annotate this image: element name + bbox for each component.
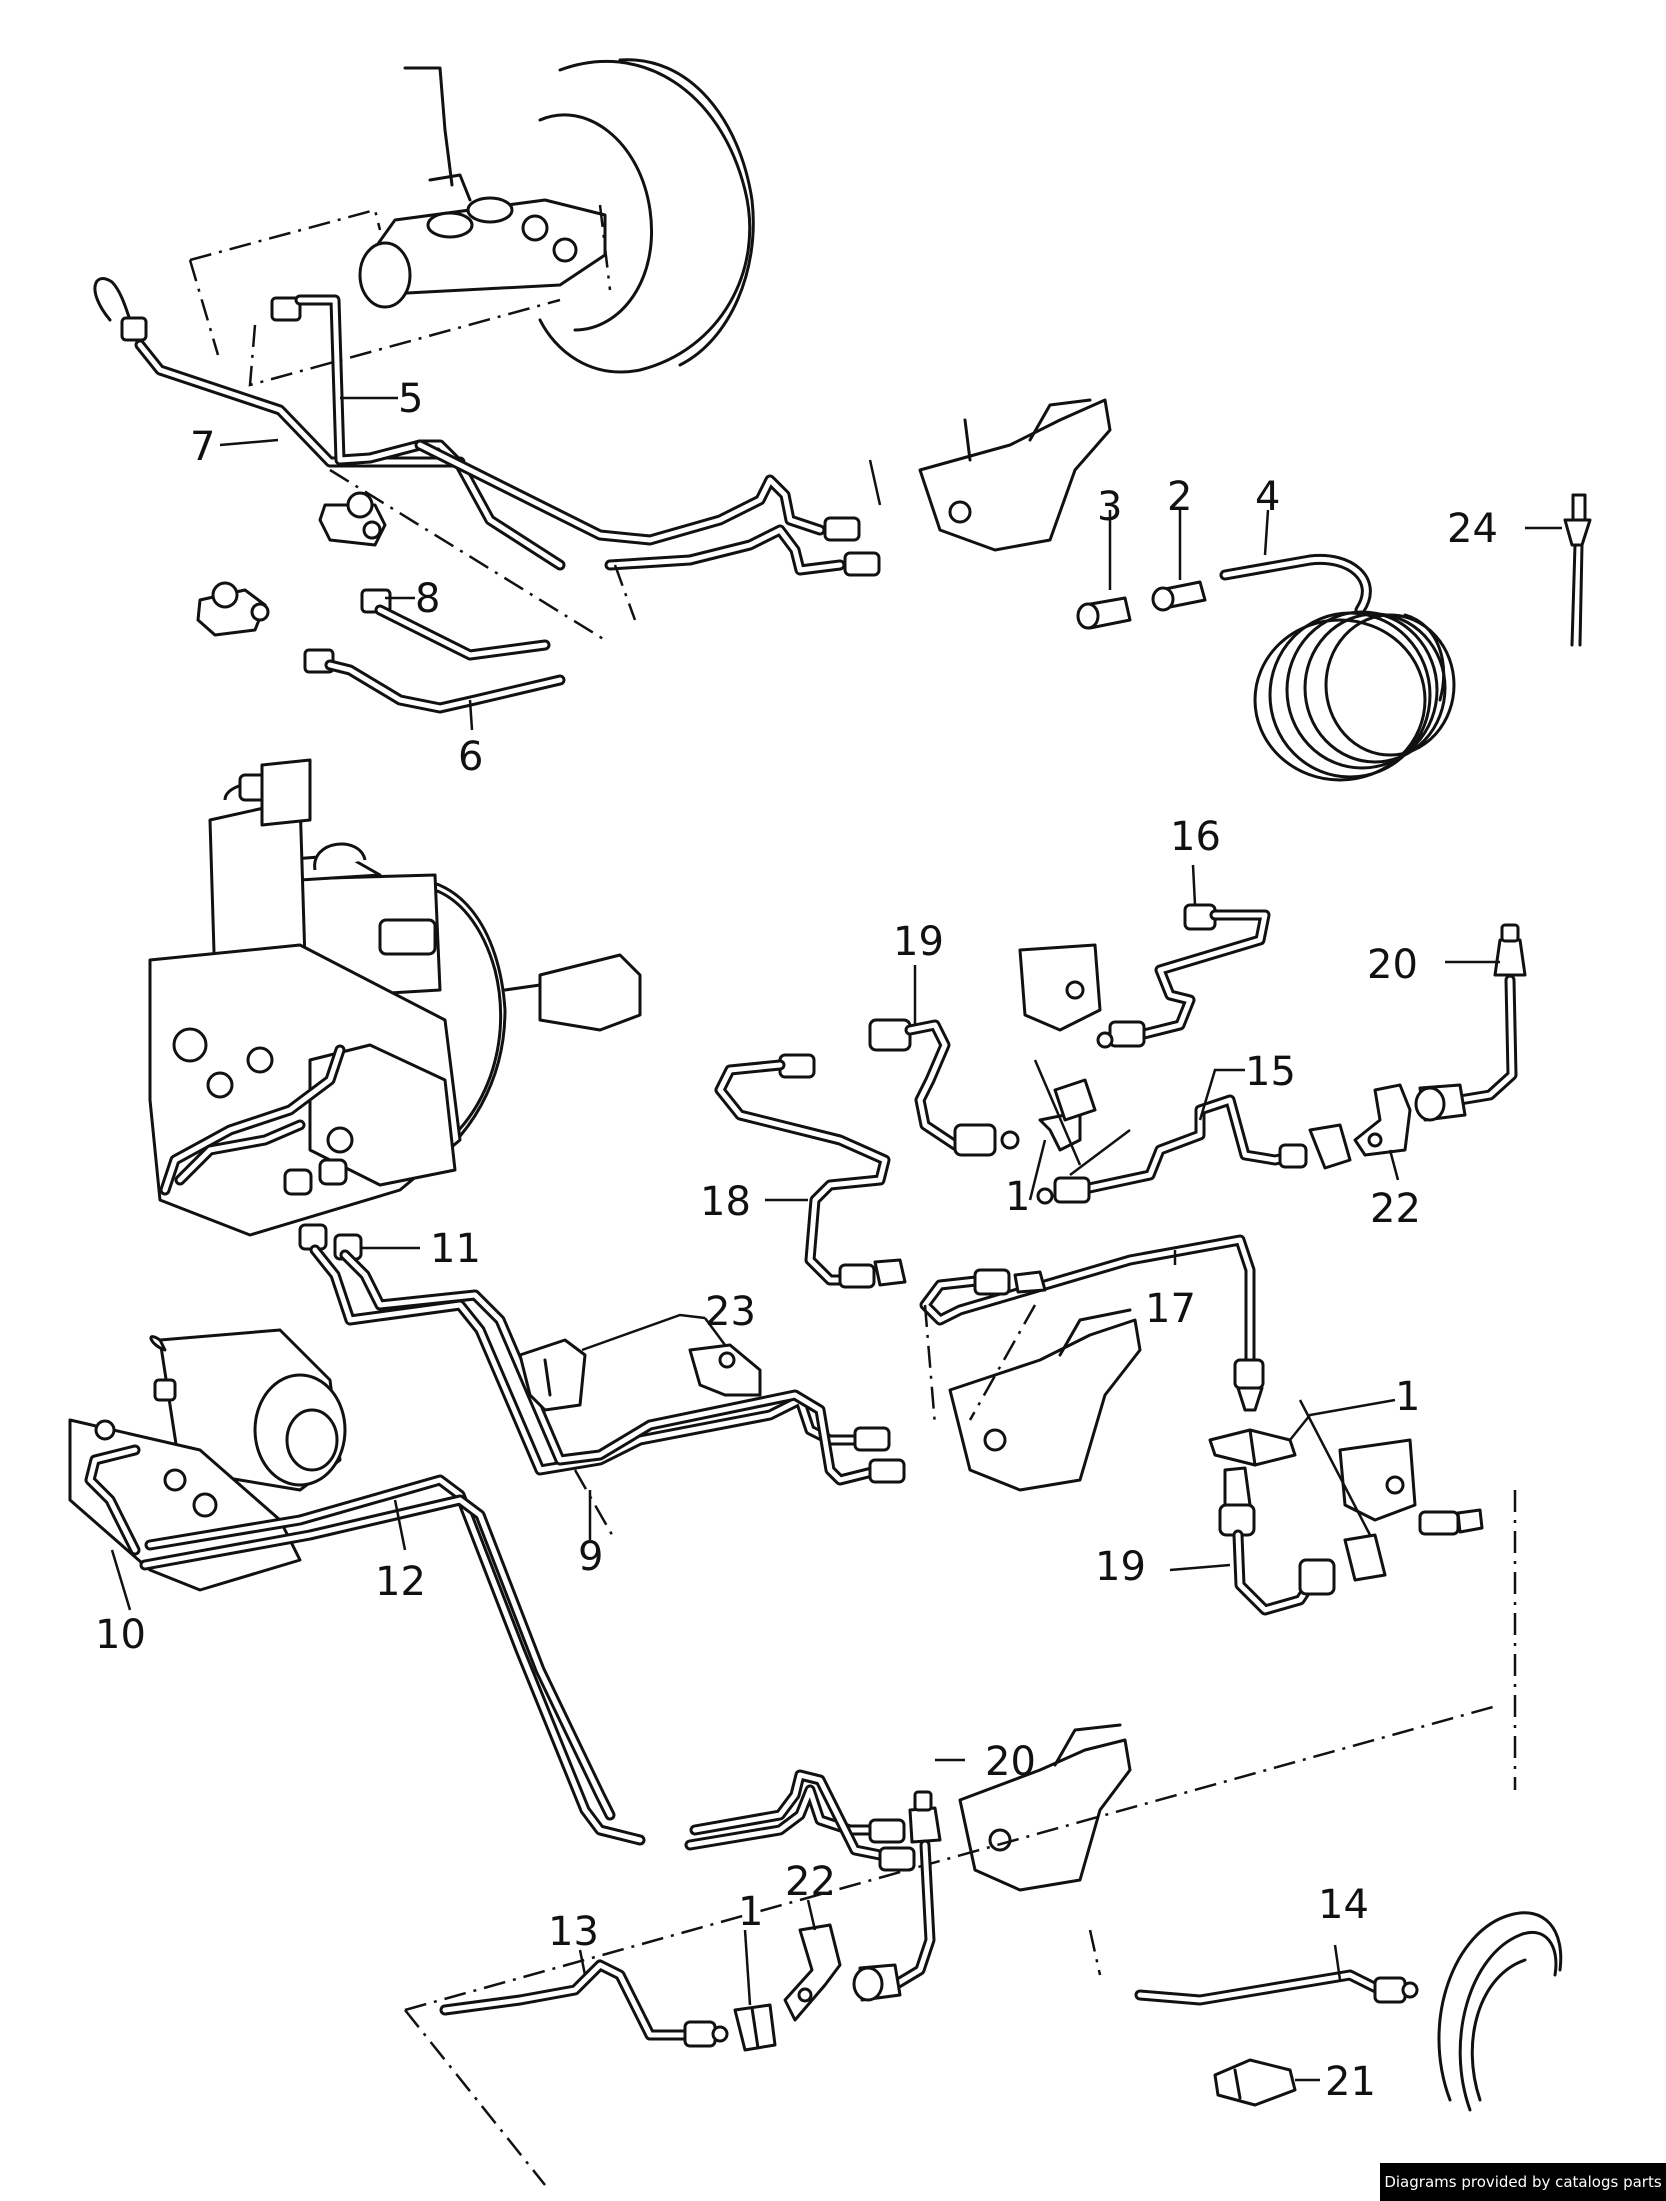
callout-18: 18 — [700, 1179, 751, 1225]
brake-line-16 — [1096, 903, 1271, 1049]
upper-brake-assembly — [93, 58, 1592, 782]
callout-7: 7 — [190, 424, 215, 470]
callout-1-upper: 1 — [1005, 1174, 1030, 1220]
brake-line-5 — [270, 294, 566, 571]
brake-line-upper-run — [414, 439, 881, 577]
brake-hose-19-upper — [868, 1018, 1020, 1157]
callout-1-lower: 1 — [738, 1889, 763, 1935]
callout-20-lower: 20 — [985, 1739, 1036, 1785]
bracket-22-lower — [783, 1923, 842, 2022]
callout-6: 6 — [458, 734, 483, 780]
brake-line-9-11 — [298, 1223, 906, 1486]
clip-1-lower — [733, 2003, 777, 2052]
clip-23-b — [688, 1343, 762, 1397]
bracket-middle — [948, 1308, 1142, 1492]
callout-22-lower: 22 — [785, 1859, 836, 1905]
master-cylinder-upper — [358, 173, 607, 309]
brake-drum-lower — [1437, 1911, 1563, 2112]
callout-21: 21 — [1325, 2059, 1376, 2105]
brake-line-12 — [139, 1474, 916, 1872]
clip-1-right-lower — [1343, 1533, 1387, 1582]
bracket-lower — [958, 1723, 1132, 1892]
callout-16: 16 — [1170, 814, 1221, 860]
fitting-2 — [1151, 580, 1207, 612]
callout-8: 8 — [415, 576, 440, 622]
brake-line-10 — [84, 1444, 141, 1556]
callout-15: 15 — [1245, 1049, 1296, 1095]
brake-hose-20-lower — [852, 1790, 942, 2002]
brake-line-8 — [360, 588, 551, 661]
callout-19-lower: 19 — [1095, 1544, 1146, 1590]
t-piece-upper — [318, 491, 387, 547]
callout-20-upper: 20 — [1367, 942, 1418, 988]
callout-17: 17 — [1145, 1286, 1196, 1332]
brake-line-17 — [919, 1234, 1265, 1412]
callout-2: 2 — [1167, 474, 1192, 520]
callout-11: 11 — [430, 1226, 481, 1272]
leader-lines — [110, 396, 1562, 2082]
clip-1-right — [1208, 1428, 1297, 1467]
mounting-plate-upper — [1018, 943, 1102, 1032]
brake-hose-20-upper — [1414, 923, 1527, 1122]
t-piece-lower — [196, 581, 270, 637]
bracket-upper — [868, 398, 1112, 552]
brake-line-15 — [1036, 1094, 1352, 1205]
clip-23-a — [518, 1338, 587, 1412]
fitting-right — [1418, 1508, 1484, 1536]
clip-21 — [1213, 2058, 1297, 2107]
callout-13: 13 — [548, 1909, 599, 1955]
callout-24: 24 — [1447, 506, 1498, 552]
brake-line-13 — [439, 1959, 729, 2048]
bracket-22-upper — [1353, 1083, 1412, 1157]
brake-hose-19-lower — [1218, 1466, 1336, 1616]
brake-line-18 — [714, 1053, 907, 1289]
callout-22-upper: 22 — [1370, 1186, 1421, 1232]
callout-19-upper: 19 — [893, 919, 944, 965]
callout-23: 23 — [705, 1289, 756, 1335]
credit-banner: Diagrams provided by catalogs parts — [1380, 2163, 1666, 2201]
rivet-24 — [1563, 493, 1592, 647]
callout-9: 9 — [578, 1534, 603, 1580]
callout-5: 5 — [398, 376, 423, 422]
callout-12: 12 — [375, 1559, 426, 1605]
callout-14: 14 — [1318, 1882, 1369, 1928]
callout-4: 4 — [1255, 474, 1280, 520]
clip-1-upper — [1038, 1078, 1097, 1152]
callouts: 5 7 8 6 3 2 4 24 16 19 20 15 1 22 18 11 … — [95, 376, 1498, 2105]
mounting-plate-right — [1338, 1438, 1417, 1522]
bottom-dash-frame — [404, 1490, 1517, 2186]
abs-hydraulic-unit — [148, 758, 642, 1237]
coiled-brake-line-4 — [1219, 553, 1456, 782]
brake-line-14 — [1134, 1969, 1419, 2006]
callout-10: 10 — [95, 1612, 146, 1658]
callout-1-right: 1 — [1395, 1374, 1420, 1420]
callout-3: 3 — [1097, 484, 1122, 530]
fitting-3 — [1076, 596, 1132, 630]
brake-line-6 — [303, 648, 566, 714]
brake-booster-drum-upper — [403, 58, 755, 374]
